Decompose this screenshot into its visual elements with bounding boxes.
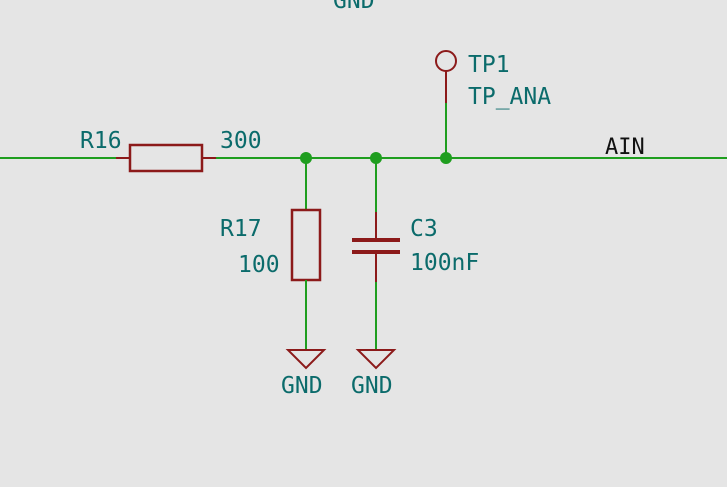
r16-value-label: 300 [220, 128, 262, 154]
r17-value-label: 100 [238, 252, 280, 278]
ground-symbol-c3 [355, 349, 397, 370]
r16-ref-label: R16 [80, 128, 122, 154]
c3-value-label: 100nF [410, 250, 479, 276]
ain-net-label[interactable]: AIN [605, 135, 645, 160]
testpoint-tp1[interactable] [435, 50, 457, 158]
top-gnd-label: GND [333, 0, 375, 14]
r17-gnd-label: GND [281, 373, 323, 399]
resistor-r16[interactable] [116, 143, 216, 173]
resistor-r17[interactable] [290, 208, 322, 282]
ground-symbol-r17 [285, 349, 327, 370]
r17-ref-label: R17 [220, 216, 262, 242]
c3-gnd-label: GND [351, 373, 393, 399]
capacitor-c3[interactable] [352, 212, 400, 282]
c3-ref-label: C3 [410, 216, 438, 242]
tp1-value-label: TP_ANA [468, 84, 551, 110]
tp1-ref-label: TP1 [468, 52, 510, 78]
